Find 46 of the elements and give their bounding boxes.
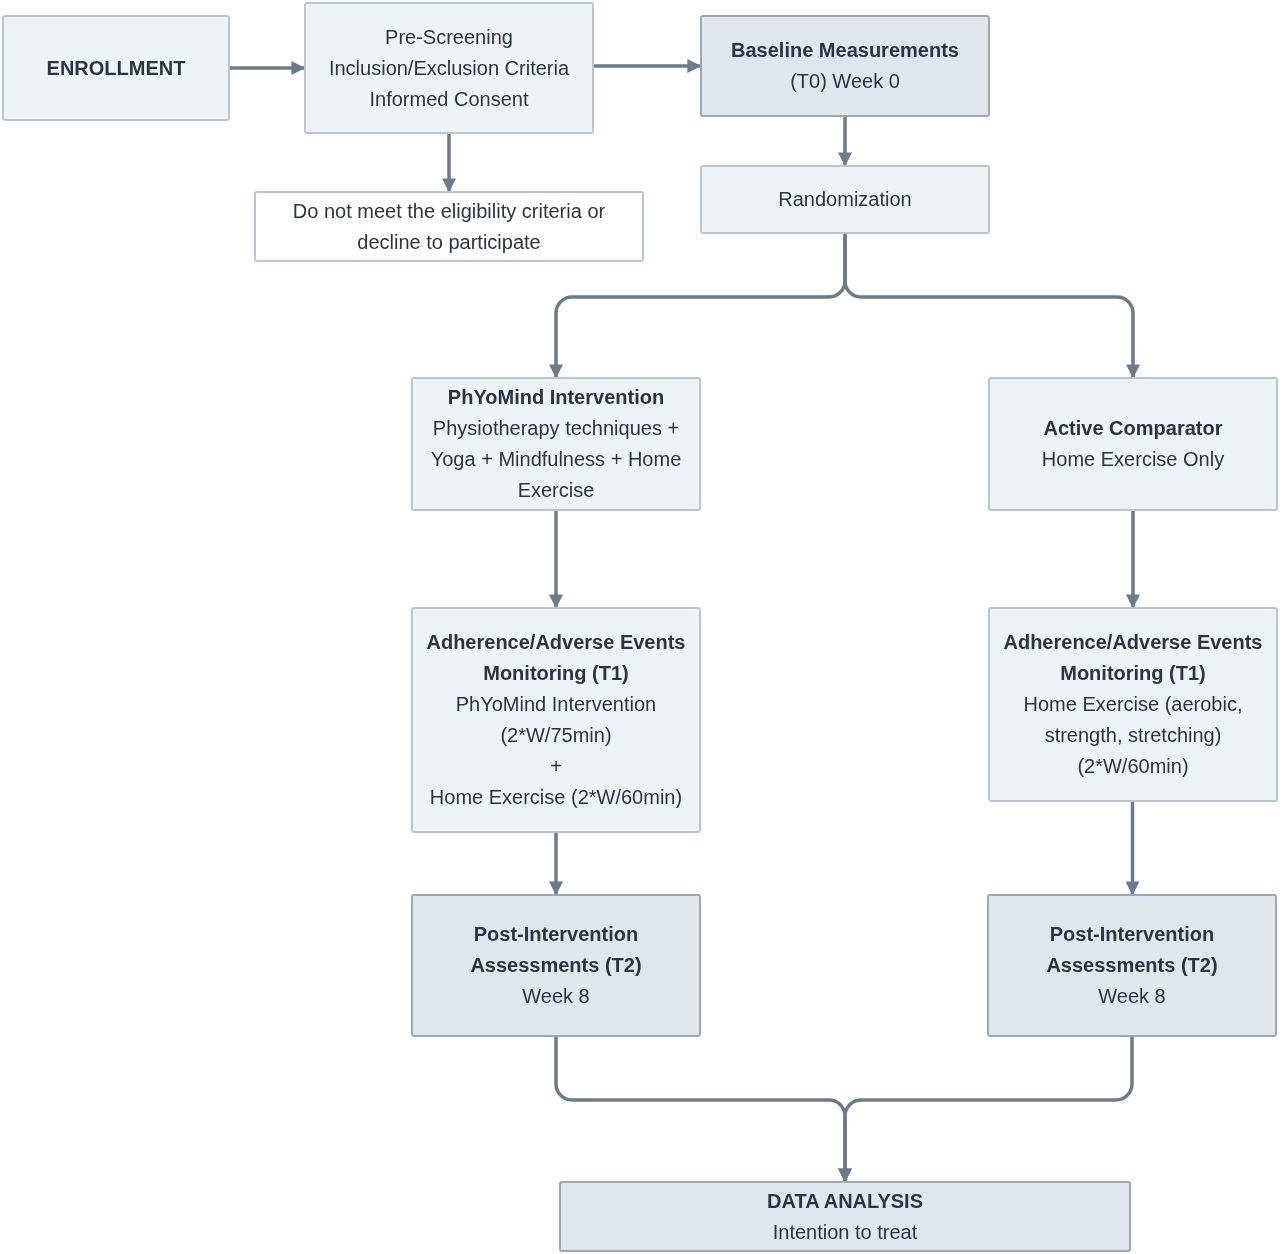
arrow (442, 134, 456, 193)
box-heading: Active Comparator (1043, 416, 1223, 441)
arrow (838, 1037, 1134, 1183)
process-box (988, 377, 1278, 511)
process-box (254, 191, 644, 262)
arrow (843, 234, 1140, 379)
arrow (549, 833, 563, 896)
process-box (700, 165, 990, 234)
box-text: PhYoMind Intervention (2*W/75min) (454, 692, 658, 748)
box-heading: Post-Intervention Assessments (T2) (1045, 922, 1219, 978)
process-box (700, 15, 990, 117)
box-heading: ENROLLMENT (46, 55, 186, 81)
box-text: Home Exercise (aerobic, strength, stretching) (2*W/60min) (1022, 692, 1244, 779)
box-text: Inclusion/Exclusion Criteria (328, 55, 570, 81)
box-text: Week 8 (1098, 984, 1166, 1009)
arrow (1125, 802, 1140, 896)
arrow (594, 59, 702, 73)
process-box (411, 377, 701, 511)
box-text: Week 8 (522, 984, 590, 1009)
arrow (838, 117, 852, 167)
box-heading: Adherence/Adverse Events Monitoring (T1) (425, 630, 687, 686)
box-heading: Post-Intervention Assessments (T2) (469, 922, 643, 978)
process-box (988, 607, 1278, 802)
process-box (2, 15, 230, 121)
box-heading: Adherence/Adverse Events Monitoring (T1) (1002, 630, 1264, 686)
box-text: Do not meet the eligibility criteria or decline to participate (291, 198, 607, 255)
arrow (1126, 511, 1140, 609)
process-box (411, 607, 701, 833)
box-text: Home Exercise Only (1041, 447, 1225, 472)
process-box (304, 2, 594, 134)
box-text: (T0) Week 0 (790, 69, 900, 94)
box-heading: PhYoMind Intervention (447, 385, 665, 410)
box-text: Randomization (778, 187, 912, 212)
process-box (411, 894, 701, 1037)
process-box (559, 1181, 1131, 1252)
process-box (987, 894, 1277, 1037)
box-text: + (550, 754, 562, 779)
box-text: Intention to treat (772, 1219, 918, 1245)
box-text: Pre-Screening (385, 24, 513, 50)
box-heading: Baseline Measurements (731, 38, 959, 63)
arrow (230, 61, 306, 75)
box-text: Home Exercise (2*W/60min) (429, 785, 683, 810)
box-heading: DATA ANALYSIS (767, 1188, 923, 1214)
arrow (549, 511, 563, 609)
box-text: Physiotherapy techniques + Yoga + Mindfulness + Home Exercise (429, 416, 683, 503)
box-text: Informed Consent (369, 86, 529, 112)
